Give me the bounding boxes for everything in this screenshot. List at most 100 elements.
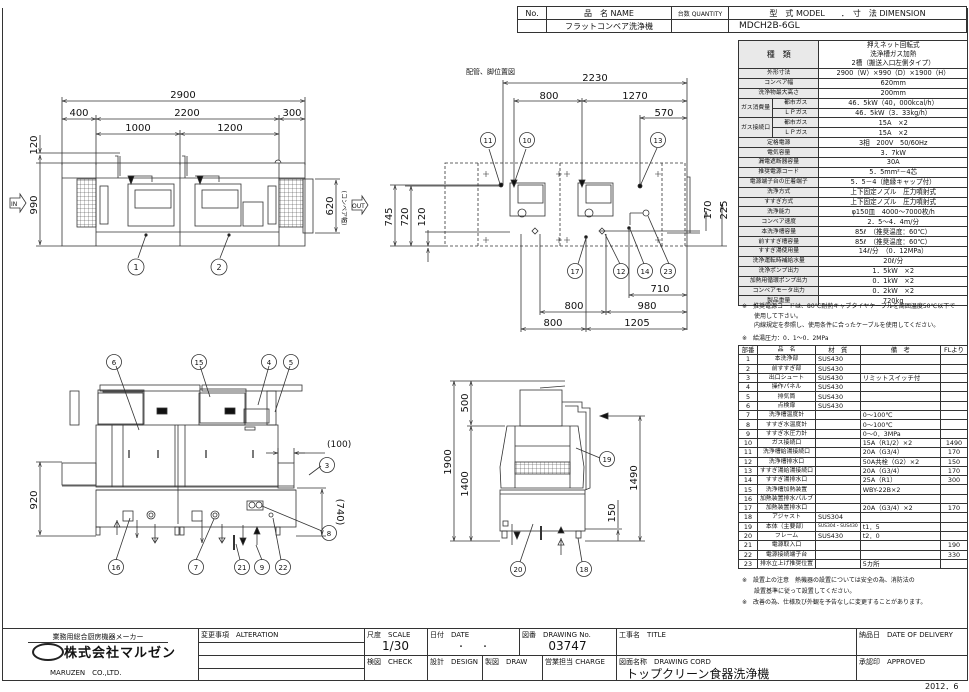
- part-name: 本洗浄部: [756, 354, 817, 365]
- company-logo: [32, 643, 64, 661]
- part-height: 170: [940, 503, 968, 514]
- part-number: 8: [738, 419, 758, 430]
- spec-label: コンベアモータ出力: [737, 285, 820, 297]
- part-number: 6: [738, 400, 758, 412]
- delivery-cell: 納品日 DATE OF DELIVERY: [856, 629, 967, 656]
- date-value: ・ ・: [457, 642, 489, 651]
- part-number: 21: [738, 540, 758, 551]
- parts-note: ※ 改善の為、仕様及び外観を予告なしに変更することがあります。: [742, 599, 927, 606]
- spec-label: 洗浄運転時補給水量: [737, 255, 820, 267]
- parts-note: 設置基準に従って設置してください。: [742, 588, 856, 595]
- spec-value: 720kg: [818, 295, 968, 307]
- part-number: 15: [738, 484, 758, 495]
- drawing-no-label: 図番 DRAWING No.: [522, 631, 591, 639]
- spec-note: ※ 給湯圧力：0．1～0．2MPa: [742, 334, 829, 342]
- spec-label: 外形寸法: [737, 68, 820, 79]
- part-material: [815, 493, 861, 505]
- spec-value: 46．5kW（40，000kcal/h）: [818, 97, 968, 109]
- part-material: SUS430: [815, 382, 861, 393]
- drawing-cord-label: 図面名称 DRAWING CORD: [619, 658, 711, 666]
- alteration-row: [198, 643, 364, 656]
- header-table: No. 品 名 NAME 台数 QUANTITY 型 式 MODEL ． 寸 法…: [517, 6, 967, 33]
- part-height: [940, 382, 968, 393]
- spec-notes: ※ 推奨電源コードは、80℃耐熱キャブタイヤケーブルを周囲温度50℃以下で 使用…: [742, 302, 955, 343]
- draw-label: 製図 DRAW: [485, 658, 528, 666]
- spec-label: 製品重量: [737, 295, 820, 307]
- part-name: 加熱装置排水口: [756, 503, 817, 514]
- part-material: [815, 465, 861, 477]
- spec-label: 定格電源: [737, 137, 820, 149]
- part-name: 洗浄槽加熱装置: [756, 484, 817, 495]
- part-name: ガス接続口: [756, 437, 817, 449]
- part-name: 洗浄槽給湯接続口: [756, 447, 817, 458]
- date-label: 日付 DATE: [430, 631, 470, 639]
- spec-value: 620mm: [818, 77, 968, 89]
- part-remarks: [859, 354, 942, 365]
- part-number: 16: [738, 493, 758, 505]
- spec-value: 2．5～4．4m/分: [818, 216, 968, 228]
- spec-group-label: ガス消費量: [738, 97, 773, 119]
- spec-value: 46．5kW（3．33kg/h）: [818, 107, 968, 119]
- part-remarks: t2．0: [859, 530, 942, 542]
- part-material: SUS430: [815, 391, 861, 402]
- part-number: 2: [738, 363, 758, 374]
- company-name-jp: 株式会社マルゼン: [64, 646, 177, 661]
- approved-cell: 承認印 APPROVED: [856, 656, 967, 681]
- part-number: 13: [738, 465, 758, 477]
- maker-tagline: 業務用総合厨房機器メーカー: [28, 632, 168, 643]
- part-height: [940, 521, 968, 532]
- spec-value: 15A ×2: [818, 117, 968, 129]
- part-number: 7: [738, 410, 758, 421]
- part-remarks: [859, 391, 942, 402]
- spec-value: 上下固定ノズル 圧力噴射式: [818, 196, 968, 208]
- spec-row: すすぎ方式上下固定ノズル 圧力噴射式: [737, 196, 968, 208]
- alteration-row: [198, 656, 364, 669]
- no-label: No.: [517, 6, 547, 20]
- part-name: すすぎ湯排水口: [756, 475, 817, 486]
- part-remarks: 20A（G3/4）×2: [859, 503, 942, 514]
- type-line-3: 2槽（搬送入口左側タイプ）: [851, 59, 935, 67]
- spec-label: ＬＰガス: [771, 127, 820, 139]
- part-height: 1490: [940, 437, 968, 449]
- part-remarks: t1．5: [859, 521, 942, 532]
- parts-header: 備 考: [859, 344, 942, 356]
- part-material: [815, 503, 861, 514]
- spec-note: 内線規定を参照し、使用条件に合ったケーブルを使用してください。: [742, 322, 940, 329]
- part-number: 1: [738, 354, 758, 365]
- part-number: 4: [738, 382, 758, 393]
- spec-value: 3相 200V 50/60Hz: [818, 137, 968, 149]
- type-line-1: 押えネット回転式: [866, 41, 920, 49]
- charge-label: 営業担当 CHARGE: [545, 658, 605, 666]
- part-material: [815, 549, 861, 560]
- company-block: 業務用総合厨房機器メーカー 株式会社マルゼン MARUZEN CO.,LTD.: [2, 629, 199, 681]
- part-material: SUS430: [815, 354, 861, 365]
- part-name: 操作パネル: [756, 382, 817, 393]
- spec-value: 15A ×2: [818, 127, 968, 139]
- product-name: フラットコンベア洗浄機: [546, 19, 672, 33]
- part-height: 170: [940, 465, 968, 477]
- part-remarks: WBY-22B×2: [859, 484, 942, 495]
- scale-label: 尺度 SCALE: [367, 631, 411, 639]
- part-height: [940, 484, 968, 495]
- part-material: [815, 558, 861, 570]
- type-line-2: 洗浄槽ガス加熱: [870, 50, 917, 58]
- drawing-no-cell: 図番 DRAWING No. 03747: [519, 629, 617, 656]
- type-value: 押えネット回転式 洗浄槽ガス加熱 2槽（搬送入口左側タイプ）: [818, 40, 968, 69]
